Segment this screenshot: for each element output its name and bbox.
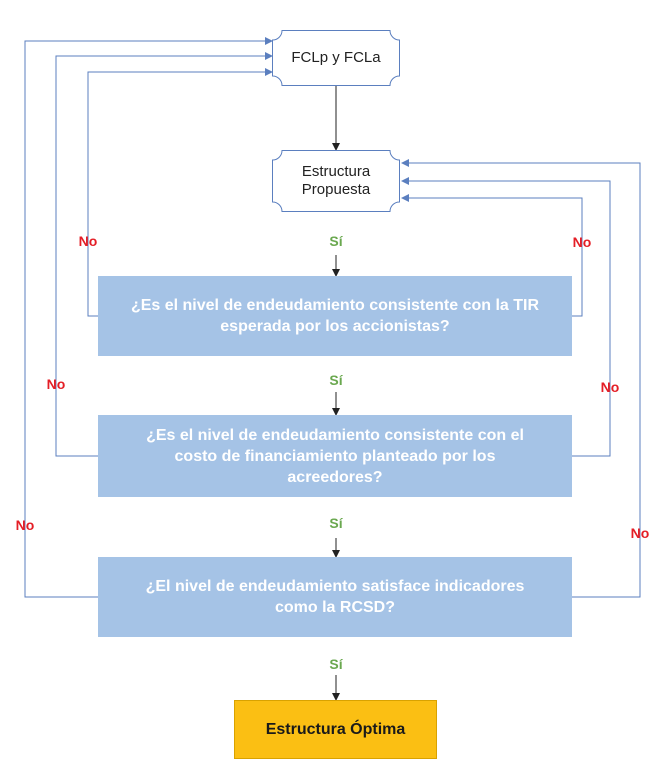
yes-label-q2: Sí <box>329 515 343 531</box>
decision-rcsd: ¿El nivel de endeudamiento satisface ind… <box>98 557 572 637</box>
decision-financing-cost: ¿Es el nivel de endeudamiento consistent… <box>98 415 572 497</box>
decision-financing-cost-line1: ¿Es el nivel de endeudamiento consistent… <box>146 426 524 444</box>
decision-tir-line2: esperada por los accionistas? <box>220 318 450 335</box>
yes-label-proposal: Sí <box>329 233 343 249</box>
decision-financing-cost-line3: acreedores? <box>287 468 383 486</box>
no-label-q3-right: No <box>630 525 650 541</box>
proposal-node-line2: Propuesta <box>301 181 371 198</box>
loop-q1-left <box>87 68 273 317</box>
decision-tir-line1: ¿Es el nivel de endeudamiento consistent… <box>130 297 540 314</box>
proposal-node-outline <box>272 150 400 212</box>
loop-q2-left <box>55 52 273 457</box>
no-label-q1-right: No <box>572 234 592 250</box>
optimal-structure-node: Estructura Óptima <box>234 700 437 759</box>
start-node: FCLp y FCLa <box>272 30 400 86</box>
loop-q2-right <box>401 177 611 457</box>
optimal-structure-label: Estructura Óptima <box>265 720 406 738</box>
loop-q1-right <box>401 194 583 317</box>
loop-q3-right <box>401 159 641 598</box>
start-node-label: FCLp y FCLa <box>291 49 381 66</box>
no-label-q3-left: No <box>15 517 35 533</box>
proposal-node-line1: Estructura <box>301 163 371 180</box>
proposal-node: Estructura Propuesta <box>272 150 400 212</box>
start-node-outline <box>272 30 400 86</box>
decision-rcsd-line1: ¿El nivel de endeudamiento satisface ind… <box>145 578 525 595</box>
yes-label-q1: Sí <box>329 372 343 388</box>
decision-financing-cost-line2: costo de financiamiento planteado por lo… <box>174 447 496 465</box>
loop-q3-left <box>24 37 273 598</box>
yes-label-q3: Sí <box>329 656 343 672</box>
decision-tir: ¿Es el nivel de endeudamiento consistent… <box>98 276 572 356</box>
no-label-q2-left: No <box>46 376 66 392</box>
decision-rcsd-line2: como la RCSD? <box>274 599 395 616</box>
no-label-q1-left: No <box>78 233 98 249</box>
no-label-q2-right: No <box>600 379 620 395</box>
